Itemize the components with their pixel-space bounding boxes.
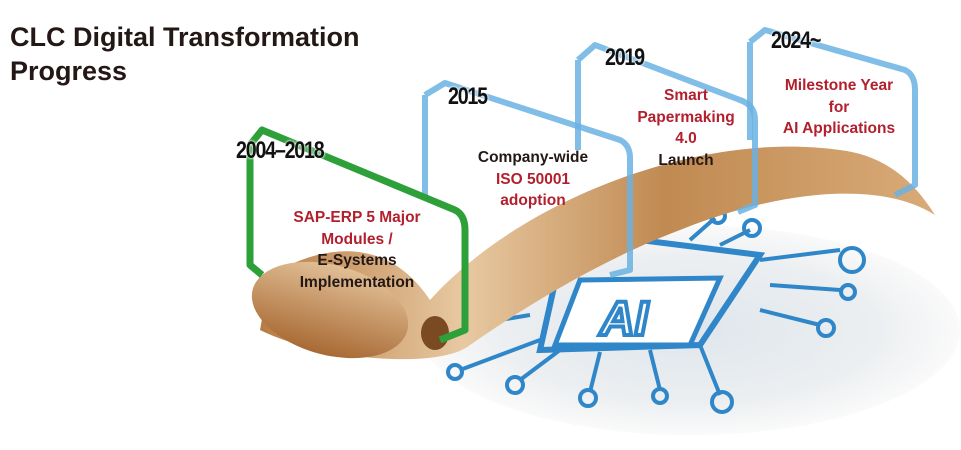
frame-2015 (422, 80, 633, 278)
roll-core (421, 316, 449, 350)
milestone-description: Company-wide ISO 50001 adoption (478, 147, 588, 212)
paper-scroll (260, 146, 935, 360)
milestone-line: Milestone Year (784, 77, 894, 94)
milestone-line: SAP-ERP 5 Major (293, 209, 421, 226)
milestone-line: Launch (658, 151, 714, 169)
milestone-line: for (828, 98, 850, 116)
milestone-line: Modules / (321, 230, 393, 248)
chip-label: AI (599, 293, 650, 346)
milestone-description: Milestone Year for AI Applications (783, 75, 895, 140)
milestone-line: AI Applications (782, 120, 896, 137)
milestone-line: adoption (500, 192, 566, 209)
frame-2004-2018 (246, 126, 469, 344)
ai-chip-icon: AI (551, 275, 724, 348)
milestone-line: E-Systems (317, 252, 397, 269)
milestone-line: Smart (664, 87, 708, 104)
milestone-line: Papermaking (637, 108, 735, 126)
milestone-line: 4.0 (675, 130, 697, 147)
paper-roll (251, 261, 409, 359)
milestone-description: Smart Papermaking 4.0 Launch (637, 85, 734, 171)
milestone-year: 2004–2018 (236, 137, 325, 164)
milestone-year: 2019 (605, 44, 645, 71)
frame-2024 (747, 27, 918, 198)
milestone-line: Implementation (299, 273, 415, 291)
milestone-year: 2015 (448, 83, 488, 110)
milestone-description: SAP-ERP 5 Major Modules / E-Systems Impl… (293, 207, 420, 293)
milestone-line: ISO 50001 (495, 170, 571, 188)
milestone-line: Company-wide (477, 149, 589, 166)
page-title: CLC Digital Transformation Progress (10, 20, 360, 88)
title-line-1: CLC Digital Transformation (10, 22, 360, 52)
milestone-year: 2024~ (771, 27, 821, 54)
title-line-2: Progress (10, 56, 128, 86)
